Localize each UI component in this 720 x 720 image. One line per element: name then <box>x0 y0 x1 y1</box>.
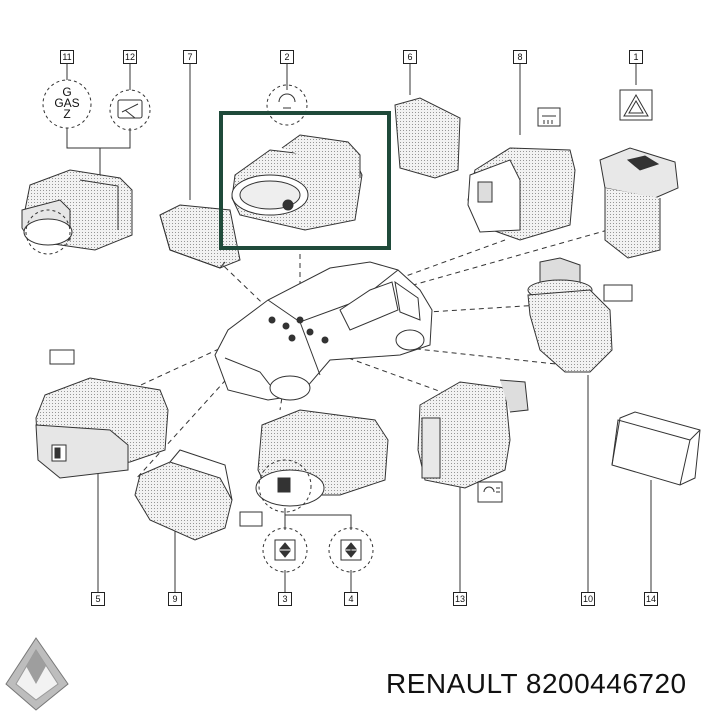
callout-5: 5 <box>91 592 105 606</box>
callout-12: 12 <box>123 50 137 64</box>
part-12-symbol <box>109 89 151 131</box>
gas-label: GAS <box>54 96 80 110</box>
gas-letter-bottom: Z <box>63 107 71 121</box>
brand-caption: RENAULT 8200446720 <box>386 668 687 700</box>
part-10-mirror-switch <box>527 257 633 373</box>
part-number: 8200446720 <box>525 668 687 699</box>
callout-11: 11 <box>60 50 74 64</box>
part-14-cover <box>611 411 701 486</box>
part-3-4-window-switch <box>239 409 389 573</box>
callout-9: 9 <box>168 592 182 606</box>
callout-14: 14 <box>644 592 658 606</box>
callout-2: 2 <box>280 50 294 64</box>
renault-logo <box>5 637 69 711</box>
part-11-gas-switch <box>21 79 133 255</box>
callout-3: 3 <box>278 592 292 606</box>
part-1-hazard-switch <box>599 89 679 259</box>
part-5-window-switch <box>35 349 169 479</box>
callout-stems <box>66 63 652 592</box>
part-9-blank-cap <box>134 449 233 541</box>
car-illustration <box>214 261 433 401</box>
callout-13: 13 <box>453 592 467 606</box>
callout-6: 6 <box>403 50 417 64</box>
callout-7: 7 <box>183 50 197 64</box>
callout-8: 8 <box>513 50 527 64</box>
brand-name: RENAULT <box>386 668 518 699</box>
callout-1: 1 <box>629 50 643 64</box>
gas-letter-top: G <box>62 85 72 99</box>
part-6-blank-cap <box>394 97 461 179</box>
part-7-blank-cap <box>159 204 241 269</box>
callout-10: 10 <box>581 592 595 606</box>
part-13-headlamp-switch <box>417 379 529 503</box>
part-2-highlighted-switch <box>219 84 391 250</box>
callout-4: 4 <box>344 592 358 606</box>
part-8-defrost-switch <box>467 107 576 241</box>
gas-symbol-text: G GAS Z <box>44 85 90 121</box>
